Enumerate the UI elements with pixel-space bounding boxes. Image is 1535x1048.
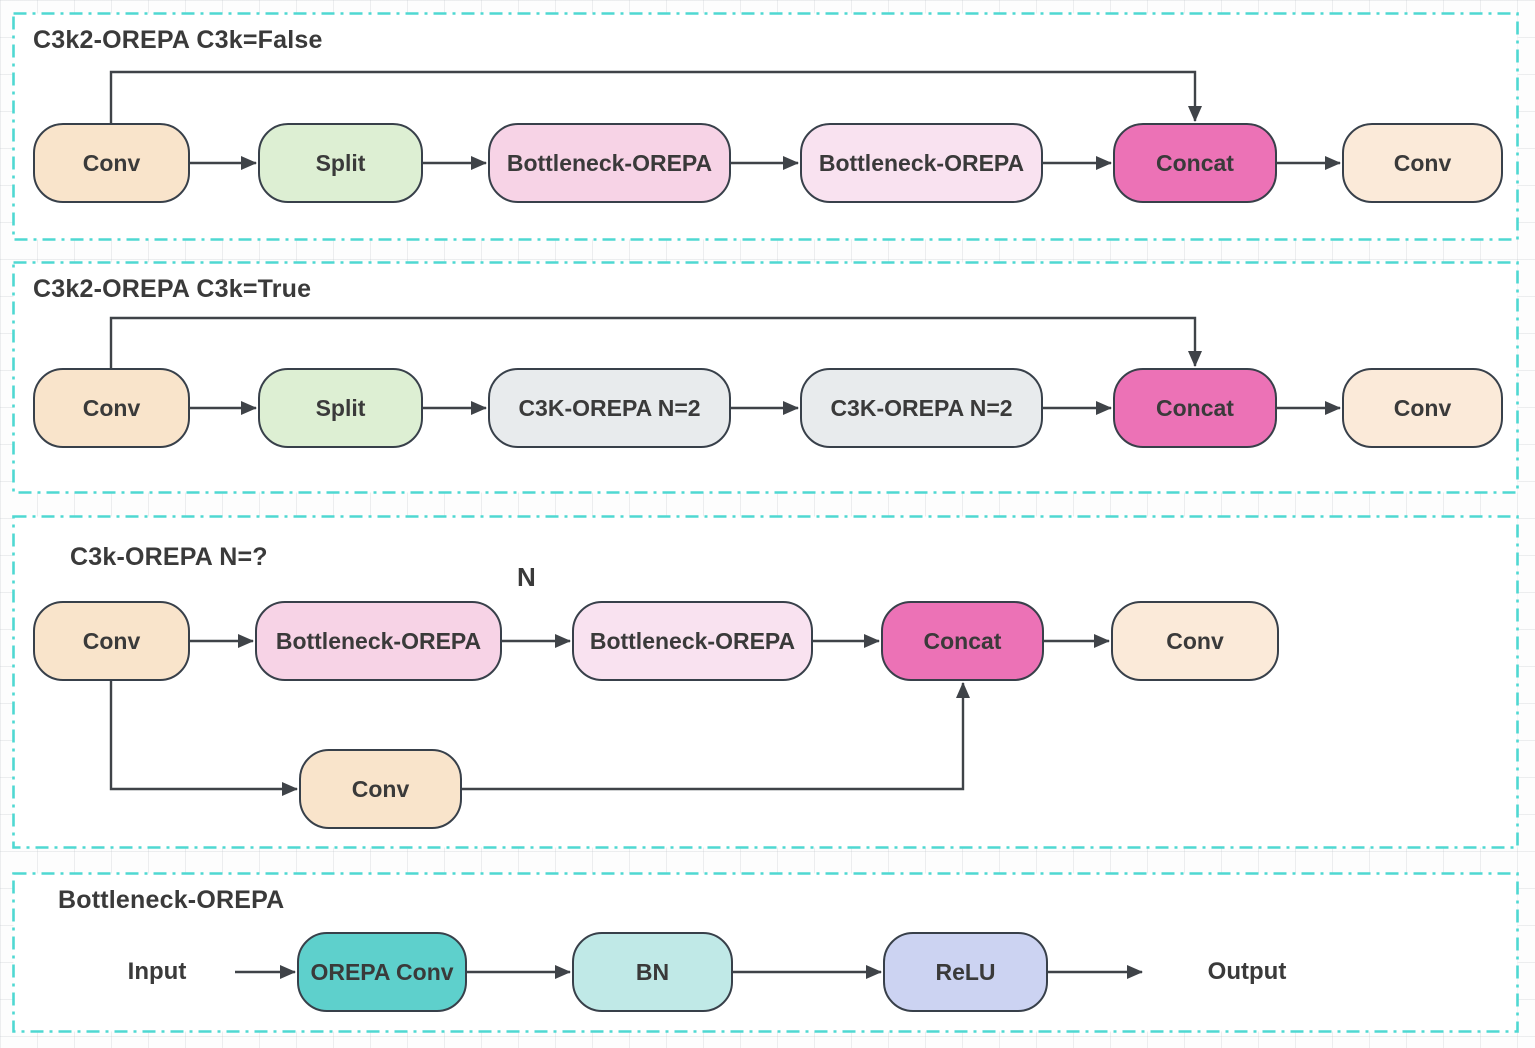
node-concat: Concat <box>881 601 1044 681</box>
repeat-count-label: N <box>517 562 536 592</box>
node-bottleneck-orepa: Bottleneck-OREPA <box>572 601 813 681</box>
node-bottleneck-orepa: Bottleneck-OREPA <box>800 123 1043 203</box>
panel-title: C3k2-OREPA C3k=False <box>33 26 323 54</box>
node-concat: Concat <box>1113 368 1277 448</box>
node-conv: Conv <box>1342 368 1503 448</box>
node-conv: Conv <box>1342 123 1503 203</box>
node-split: Split <box>258 368 423 448</box>
panel-title: C3k-OREPA N=? <box>70 543 268 571</box>
output-label: Output <box>1207 958 1287 985</box>
panel-title: C3k2-OREPA C3k=True <box>33 275 312 303</box>
node-conv: Conv <box>33 123 190 203</box>
node-relu: ReLU <box>883 932 1048 1012</box>
node-c3k-orepa: C3K-OREPA N=2 <box>800 368 1043 448</box>
node-conv-shortcut: Conv <box>299 749 462 829</box>
node-split: Split <box>258 123 423 203</box>
panel-dashed-border <box>12 872 1519 1033</box>
panel-c3k-orepa: C3k-OREPA N=? N Conv Bottleneck-OREPA Bo… <box>12 515 1519 849</box>
node-c3k-orepa: C3K-OREPA N=2 <box>488 368 731 448</box>
node-orepa-conv: OREPA Conv <box>297 932 467 1012</box>
input-label: Input <box>127 958 187 985</box>
panel-title: Bottleneck-OREPA <box>58 886 285 914</box>
node-conv: Conv <box>33 601 190 681</box>
node-bottleneck-orepa: Bottleneck-OREPA <box>255 601 502 681</box>
panel-bottleneck-orepa: Bottleneck-OREPA Input OREPA Conv BN ReL… <box>12 872 1519 1033</box>
panel-dashed-border <box>12 12 1519 241</box>
node-bottleneck-orepa: Bottleneck-OREPA <box>488 123 731 203</box>
node-concat: Concat <box>1113 123 1277 203</box>
node-conv: Conv <box>33 368 190 448</box>
node-conv: Conv <box>1111 601 1279 681</box>
panel-c3k2-false: C3k2-OREPA C3k=False Conv Split Bottlene… <box>12 12 1519 241</box>
node-bn: BN <box>572 932 733 1012</box>
panel-c3k2-true: C3k2-OREPA C3k=True Conv Split C3K-OREPA… <box>12 261 1519 494</box>
